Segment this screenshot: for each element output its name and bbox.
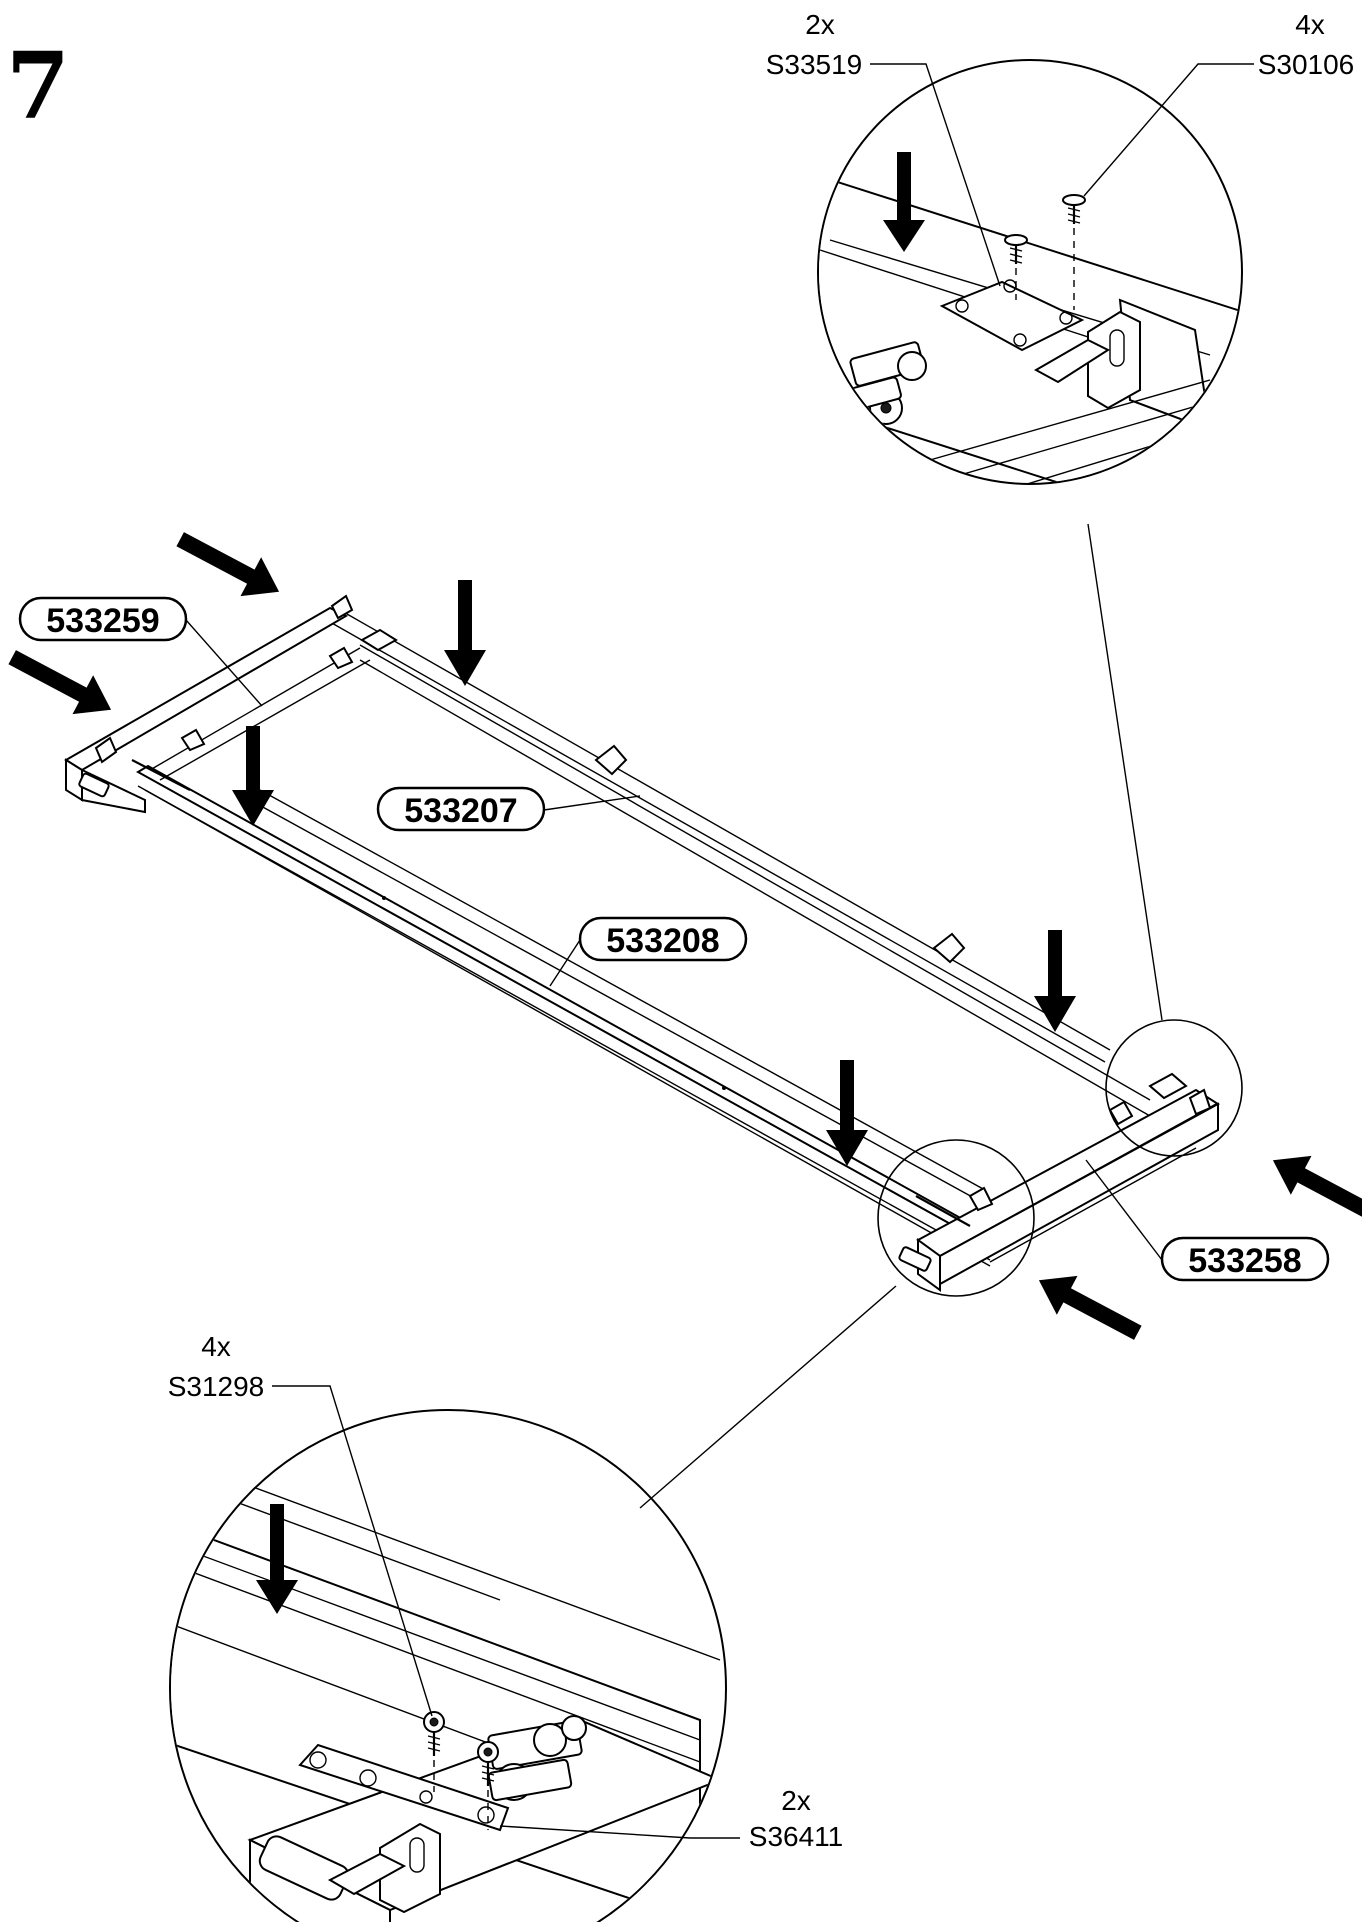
down-arrow — [444, 580, 486, 686]
svg-text:S33519: S33519 — [766, 49, 863, 80]
down-arrow — [232, 726, 274, 826]
svg-text:2x: 2x — [805, 9, 835, 40]
mid-bracket — [932, 932, 966, 964]
screw-s30106 — [1062, 194, 1086, 224]
step-number: 7 — [6, 32, 70, 140]
hw-label-bottom-right: 2x S36411 — [499, 1785, 843, 1852]
hw-label-top-right: 4x S30106 — [1083, 9, 1355, 197]
arrows — [8, 532, 1362, 1340]
screw-s31298-b — [477, 1741, 499, 1786]
part-label-533207: 533207 — [376, 786, 641, 832]
detail-circle-top — [817, 59, 1243, 485]
svg-text:533259: 533259 — [46, 602, 159, 640]
svg-text:533208: 533208 — [606, 922, 719, 960]
connector-strip — [298, 1743, 510, 1832]
svg-text:533258: 533258 — [1188, 1242, 1301, 1280]
screw-s30106-b — [1004, 234, 1028, 264]
part-label-533259: 533259 — [18, 596, 263, 707]
detail-ring-front — [877, 1139, 1035, 1297]
part-label-533208: 533208 — [549, 916, 748, 987]
svg-text:S30106: S30106 — [1258, 49, 1355, 80]
arrow — [1272, 1155, 1362, 1220]
svg-text:4x: 4x — [201, 1331, 231, 1362]
arrow — [8, 650, 112, 715]
angle-bracket — [1087, 310, 1141, 410]
down-arrow — [826, 1060, 868, 1166]
down-arrow — [256, 1504, 298, 1614]
rail-533258 — [916, 1088, 1220, 1258]
hw-label-bottom-left: 4x S31298 — [168, 1331, 433, 1717]
bed-frame — [64, 594, 1220, 1292]
svg-text:533207: 533207 — [404, 792, 517, 830]
svg-text:4x: 4x — [1295, 9, 1325, 40]
rail-533208 — [136, 764, 1002, 1248]
down-arrow — [1034, 930, 1076, 1032]
part-label-533258: 533258 — [1085, 1159, 1330, 1282]
detail-ring-right — [1105, 1019, 1243, 1157]
hw-label-top-left: 2x S33519 — [766, 9, 1001, 287]
cam-connector — [487, 1715, 587, 1802]
mid-bracket — [594, 744, 628, 776]
svg-text:S31298: S31298 — [168, 1371, 265, 1402]
svg-text:2x: 2x — [781, 1785, 811, 1816]
down-arrow — [883, 152, 925, 252]
svg-text:S36411: S36411 — [749, 1821, 843, 1852]
arrow — [176, 532, 280, 597]
screw-s31298 — [423, 1711, 445, 1756]
mounting-plate — [939, 280, 1085, 352]
arrow — [1038, 1275, 1142, 1340]
detail-circle-bottom — [169, 1409, 727, 1922]
